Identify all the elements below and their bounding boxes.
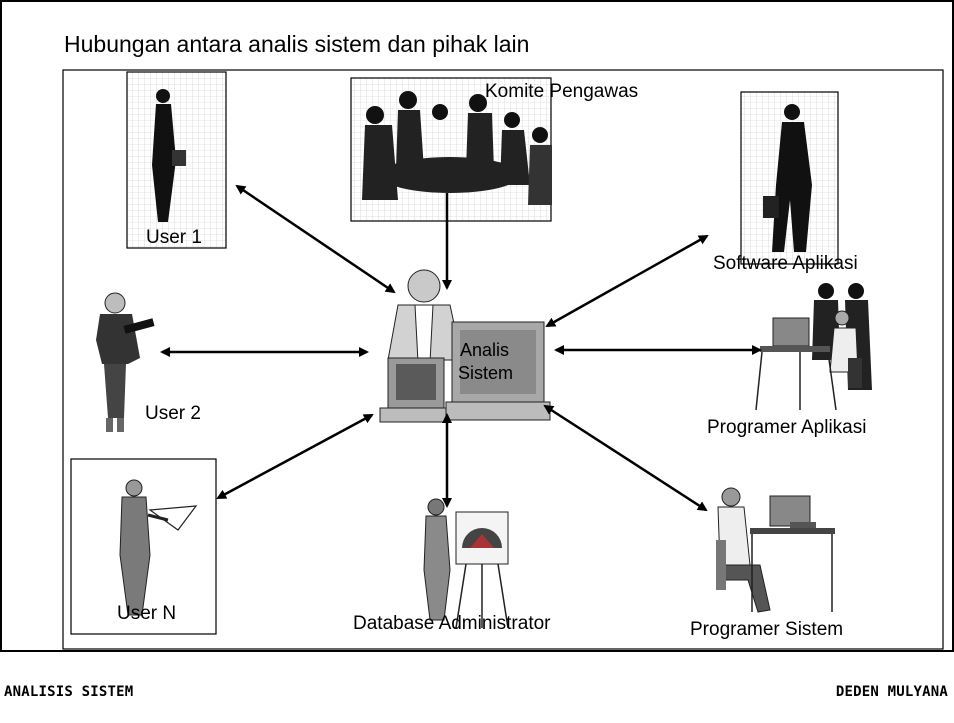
connection-arrows — [160, 184, 762, 512]
label-prog-aplikasi: Programer Aplikasi — [707, 417, 867, 438]
arrow-prog-sistem — [543, 404, 708, 512]
label-user1: User 1 — [146, 227, 202, 248]
label-center-line1: Analis — [460, 340, 510, 360]
slide-title: Hubungan antara analis sistem dan pihak … — [64, 31, 530, 57]
user1-figure — [126, 71, 227, 249]
user2-figure — [96, 292, 155, 432]
footer-left: ANALISIS SISTEM — [4, 684, 134, 700]
programer-sistem-figure — [716, 487, 835, 613]
komite-figure — [350, 77, 552, 222]
arrow-user1 — [235, 184, 396, 294]
arrow-software — [545, 234, 709, 328]
footer-right: DEDEN MULYANA — [835, 684, 948, 700]
dba-figure — [423, 498, 509, 629]
diagram-box — [62, 69, 944, 650]
label-komite: Komite Pengawas — [485, 81, 639, 102]
label-dba: Database Administrator — [353, 613, 551, 634]
programer-aplikasi-figure — [755, 283, 872, 411]
userN-figure — [70, 458, 217, 635]
arrow-userN — [216, 413, 374, 500]
software-figure — [740, 91, 839, 265]
slide-border-right — [952, 0, 954, 652]
label-user2: User 2 — [145, 403, 201, 424]
label-software: Software Aplikasi — [713, 253, 858, 274]
slide-border-top — [0, 0, 954, 2]
label-userN: User N — [117, 603, 177, 624]
label-prog-sistem: Programer Sistem — [690, 619, 844, 640]
analis-figure — [379, 269, 551, 423]
footer-divider — [0, 650, 954, 652]
label-center-line2: Sistem — [458, 363, 514, 383]
slide-border-left — [0, 0, 2, 652]
